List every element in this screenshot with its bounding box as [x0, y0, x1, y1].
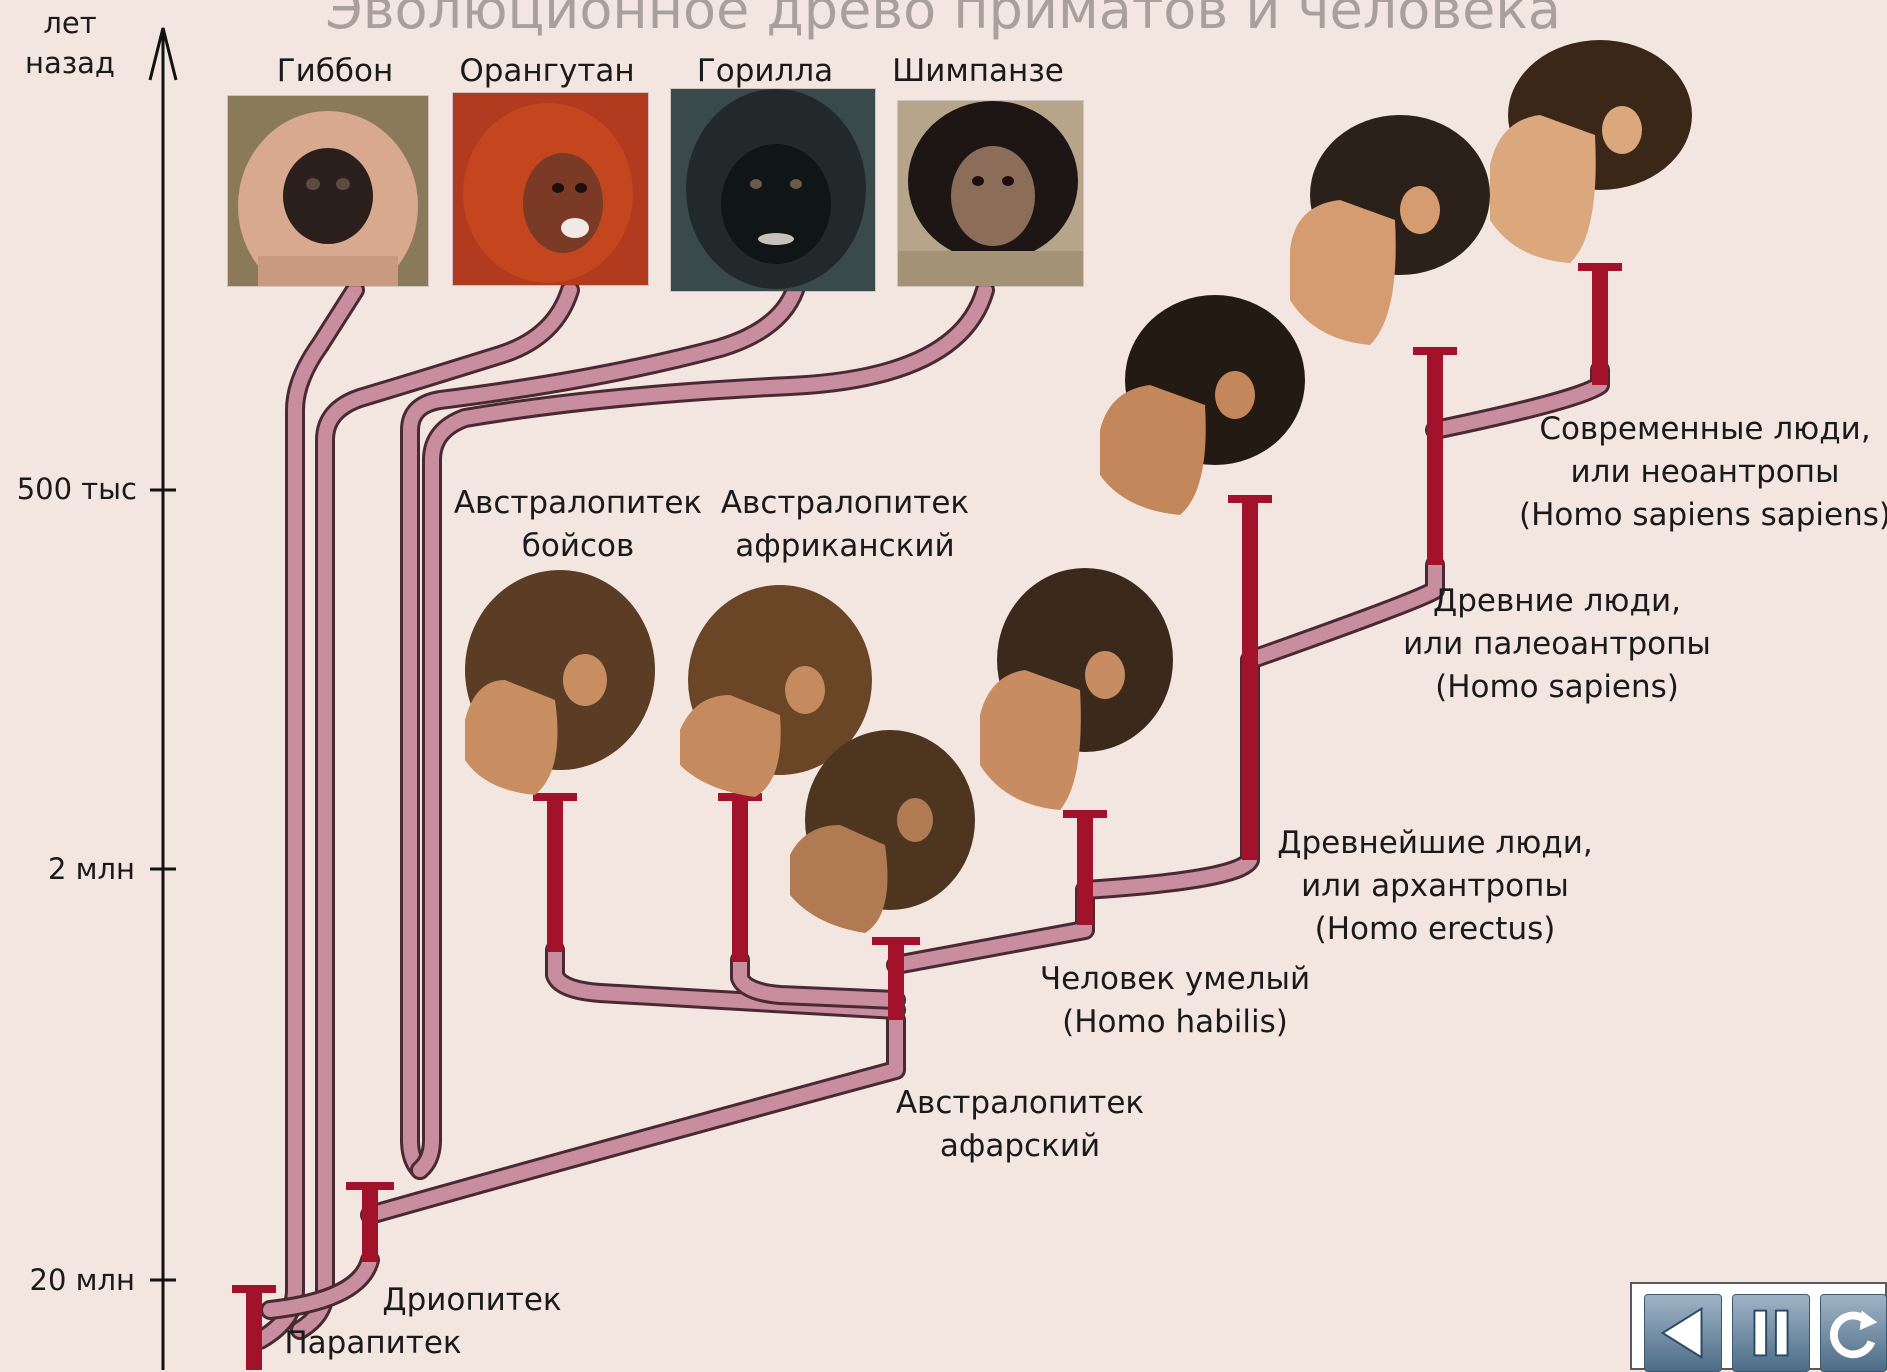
- label-gibbon: Гиббон: [277, 50, 394, 93]
- stem-dryopithecus: [346, 1186, 394, 1262]
- afarensis-head-illustration: [780, 725, 980, 935]
- label-erectus-line2: или архантропы: [1277, 865, 1593, 908]
- tick-label-2m: 2 млн: [48, 852, 135, 886]
- label-chimpanzee: Шимпанзе: [892, 50, 1064, 93]
- label-erectus-line1: Древнейшие люди,: [1277, 822, 1593, 865]
- label-boisei-line2: бойсов: [454, 525, 702, 568]
- label-parapithecus: Парапитек: [284, 1322, 461, 1365]
- label-neoanthropus-line3: (Homo sapiens sapiens): [1519, 494, 1887, 537]
- label-erectus-line3: (Homo erectus): [1277, 908, 1593, 951]
- label-habilis-line1: Человек умелый: [1040, 958, 1310, 1001]
- label-orangutan: Орангутан: [459, 50, 634, 93]
- tick-label-500k: 500 тыс: [17, 472, 137, 506]
- playback-controls: [1630, 1282, 1887, 1370]
- pause-button[interactable]: [1732, 1294, 1810, 1372]
- stem-africanus: [718, 797, 762, 962]
- label-africanus: Австралопитек африканский: [721, 482, 969, 568]
- label-neoanthropus-line2: или неоантропы: [1519, 451, 1887, 494]
- label-afarensis-line2: афарский: [896, 1125, 1144, 1168]
- chimpanzee-photo: [897, 100, 1084, 287]
- stem-habilis: [1063, 814, 1107, 925]
- branch-gibbon: [260, 290, 355, 1340]
- diagram-title: Эволюционное древо приматов и человека: [325, 0, 1561, 41]
- stem-paleoanthropus: [1413, 351, 1457, 565]
- label-boisei: Австралопитек бойсов: [454, 482, 702, 568]
- label-afarensis: Австралопитек афарский: [896, 1082, 1144, 1168]
- replay-icon: [1821, 1295, 1886, 1371]
- axis-unit-label: лет назад: [20, 6, 120, 80]
- label-afarensis-line1: Австралопитек: [896, 1082, 1144, 1125]
- label-africanus-line1: Австралопитек: [721, 482, 969, 525]
- habilis-head-illustration: [965, 565, 1175, 815]
- label-habilis: Человек умелый (Homo habilis): [1040, 958, 1310, 1044]
- neoanthropus-head-illustration: [1470, 35, 1700, 265]
- label-gorilla: Горилла: [697, 50, 833, 93]
- branch-dryopithecus: [270, 1020, 896, 1310]
- stem-boisei: [533, 797, 577, 952]
- branch-africanus: [740, 960, 896, 1000]
- label-paleoanthropus-line1: Древние люди,: [1403, 580, 1711, 623]
- pause-icon: [1733, 1295, 1809, 1371]
- orangutan-photo: [452, 92, 649, 286]
- label-neoanthropus-line1: Современные люди,: [1519, 408, 1887, 451]
- replay-button[interactable]: [1820, 1294, 1887, 1372]
- stem-neoanthropus: [1578, 267, 1622, 385]
- boisei-head-illustration: [445, 570, 655, 800]
- paleoanthropus-head-illustration: [1270, 110, 1495, 350]
- label-paleoanthropus-line2: или палеоантропы: [1403, 623, 1711, 666]
- label-habilis-line2: (Homo habilis): [1040, 1001, 1310, 1044]
- stem-erectus: [1228, 499, 1272, 860]
- tick-label-20m: 20 млн: [30, 1263, 136, 1297]
- label-paleoanthropus-line3: (Homo sapiens): [1403, 666, 1711, 709]
- axis-unit-line2: назад: [20, 46, 120, 80]
- label-neoanthropus: Современные люди, или неоантропы (Homo s…: [1519, 408, 1887, 537]
- back-triangle-icon: [1645, 1295, 1721, 1371]
- label-dryopithecus: Дриопитек: [382, 1279, 561, 1322]
- label-erectus: Древнейшие люди, или архантропы (Homo er…: [1277, 822, 1593, 951]
- axis-unit-line1: лет: [20, 6, 120, 40]
- back-button[interactable]: [1644, 1294, 1722, 1372]
- label-boisei-line1: Австралопитек: [454, 482, 702, 525]
- gorilla-photo: [670, 88, 876, 292]
- label-africanus-line2: африканский: [721, 525, 969, 568]
- label-paleoanthropus: Древние люди, или палеоантропы (Homo sap…: [1403, 580, 1711, 709]
- gibbon-photo: [227, 95, 429, 287]
